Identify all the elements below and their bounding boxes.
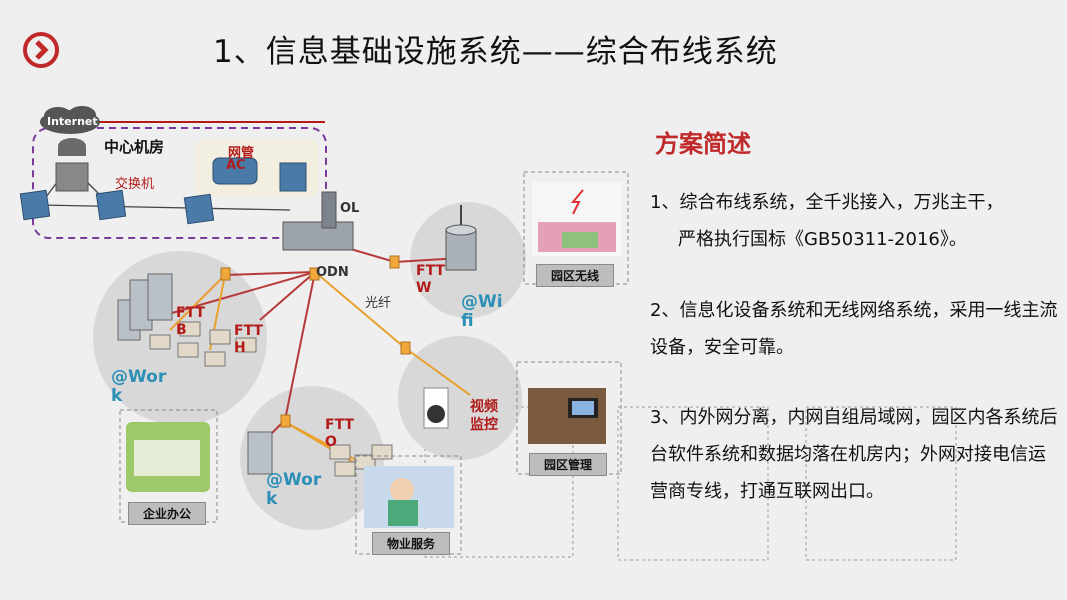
- switch-icon: [183, 193, 215, 225]
- wifi-ap-icon: [445, 205, 477, 271]
- section-heading: 方案简述: [655, 130, 751, 158]
- enterprise-office-tag: 企业办公: [128, 502, 207, 525]
- fttb-label: FTT B: [176, 305, 205, 338]
- building-icon: [147, 273, 173, 321]
- property-service-tag: 物业服务: [372, 532, 451, 555]
- page-title: 1、信息基础设施系统——综合布线系统: [213, 34, 778, 70]
- house-icon: [179, 321, 201, 337]
- paragraph-3: 3、内外网分离，内网自组局域网，园区内各系统后台软件系统和数据均落在机房内；外网…: [650, 407, 1058, 502]
- ftth-w-label: FTT W: [416, 263, 445, 296]
- ftth-label: FTT H: [234, 323, 263, 356]
- house-icon: [177, 342, 199, 358]
- olt-label: OL: [340, 201, 360, 216]
- nms-server-icon: [212, 157, 258, 185]
- fiber-label: 光纤: [365, 296, 392, 311]
- server-tower-icon: [247, 431, 273, 475]
- ac-label: AC: [226, 158, 246, 173]
- house-icon: [149, 334, 171, 350]
- video-monitor-label: 视频 监控: [470, 399, 498, 433]
- ftto-label: FTT O: [325, 417, 354, 450]
- paragraph-1-line-1: 1、综合布线系统，全千兆接入，万兆主干，: [650, 192, 1004, 213]
- ac-icon: [279, 162, 307, 192]
- property-service-image: [364, 466, 454, 528]
- house-icon: [371, 444, 393, 460]
- house-icon: [334, 461, 356, 477]
- paragraph-2: 2、信息化设备系统和无线网络系统，采用一线主流设备，安全可靠。: [650, 300, 1058, 358]
- house-icon: [329, 444, 351, 460]
- internet-label: Internet: [47, 115, 98, 128]
- campus-wireless-tag: 园区无线: [536, 264, 615, 287]
- chevron-right-logo-icon: [23, 32, 59, 68]
- camera-icon: [423, 387, 449, 429]
- internet-cloud-icon: [40, 106, 100, 134]
- campus-management-image: [528, 388, 606, 444]
- core-switch-icon: [55, 162, 89, 192]
- wifi-label: @Wi fi: [461, 292, 503, 331]
- paragraph-1-line-2: 严格执行国标《GB50311-2016》。: [678, 229, 967, 250]
- house-icon: [235, 337, 257, 353]
- switch-icon: [19, 189, 51, 221]
- campus-management-tag: 园区管理: [529, 453, 608, 476]
- enterprise-office-image: [126, 422, 210, 492]
- olt-rack-icon: [282, 191, 354, 251]
- switch-label: 交换机: [115, 177, 155, 192]
- work-label: @Wor k: [111, 367, 167, 406]
- work-label: @Wor k: [266, 470, 322, 509]
- paragraph-1: 1、综合布线系统，全千兆接入，万兆主干， 严格执行国标《GB50311-2016…: [650, 184, 1060, 258]
- odn-label: ODN: [316, 265, 349, 280]
- center-room-frame: [32, 127, 327, 239]
- campus-wireless-image: [532, 182, 622, 256]
- nms-label: 网管: [228, 146, 255, 161]
- switch-icon: [95, 189, 127, 221]
- house-icon: [204, 351, 226, 367]
- house-icon: [209, 329, 231, 345]
- center-room-label: 中心机房: [104, 138, 165, 156]
